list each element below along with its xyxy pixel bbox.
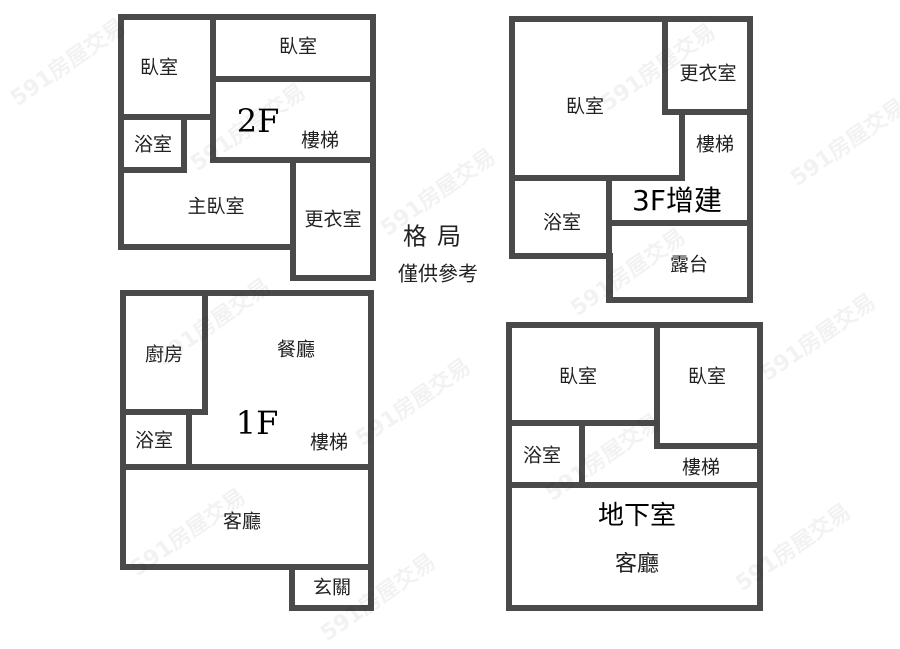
room-2f-stairs: 樓梯 [300, 129, 340, 152]
room-2f-bedroom-a: 臥室 [139, 56, 179, 79]
room-b1-bathroom: 浴室 [522, 444, 562, 467]
room-1f-entrance: 玄關 [312, 576, 352, 599]
walls-b1 [506, 322, 763, 611]
room-1f-stairs: 樓梯 [309, 431, 349, 454]
room-3f-stairs: 樓梯 [695, 133, 735, 156]
layout-note-title: 格局 [403, 222, 471, 251]
room-3f-closet: 更衣室 [679, 62, 737, 85]
room-b1-stairs: 樓梯 [681, 456, 721, 479]
walls-1f [120, 290, 374, 611]
room-b1-bedroom-b: 臥室 [687, 365, 727, 388]
room-1f-kitchen: 廚房 [144, 343, 184, 366]
walls-3f [509, 16, 753, 303]
room-1f-dining: 餐廳 [276, 338, 316, 361]
room-3f-bathroom: 浴室 [542, 211, 582, 234]
floor-tag-b1: 地下室 [597, 501, 677, 531]
floor-tag-1f: 1F [235, 404, 279, 442]
room-1f-bathroom: 浴室 [134, 429, 174, 452]
walls-2f [118, 14, 376, 281]
room-3f-bedroom: 臥室 [565, 95, 605, 118]
room-3f-balcony: 露台 [669, 253, 709, 276]
layout-note-subtitle: 僅供參考 [398, 261, 478, 286]
room-b1-living: 客廳 [614, 552, 660, 577]
room-2f-bathroom: 浴室 [133, 133, 173, 156]
floor-tag-2f: 2F [236, 102, 280, 140]
floor-tag-3f: 3F增建 [632, 184, 722, 217]
room-2f-bedroom-b: 臥室 [278, 35, 318, 58]
room-1f-living: 客廳 [222, 510, 262, 533]
room-2f-closet: 更衣室 [304, 208, 362, 231]
room-b1-bedroom-a: 臥室 [558, 365, 598, 388]
room-2f-master-bedroom: 主臥室 [187, 195, 245, 218]
